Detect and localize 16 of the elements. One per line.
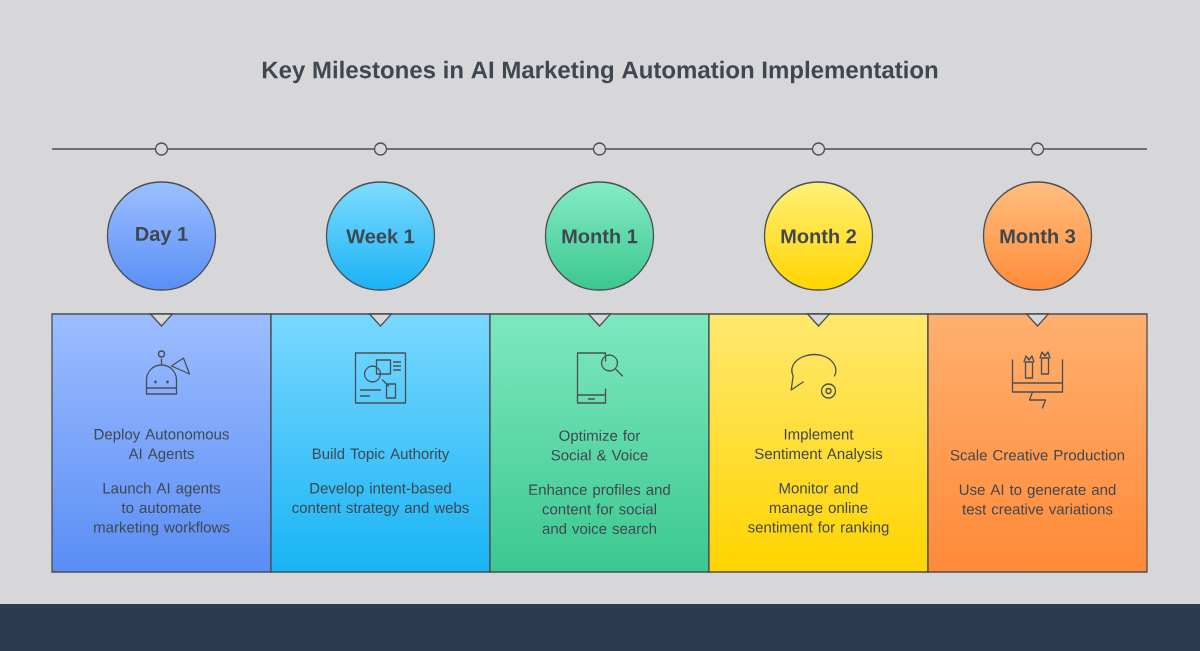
body-text: Use AI to generate and test creative variations xyxy=(959,484,1116,515)
body-text: Enhance profiles and content for social and voice search xyxy=(529,484,670,534)
body-text: Monitor and manage online sentiment for ranking xyxy=(748,482,889,536)
milestone-panel xyxy=(51,313,272,573)
heading-text: Scale Creative Production xyxy=(950,449,1125,461)
heading-text: Implement Sentiment Analysis xyxy=(755,428,883,462)
milestone-panel xyxy=(489,313,710,573)
milestone-panel xyxy=(708,313,929,573)
milestone-panel xyxy=(270,313,491,573)
title: Key Milestones in AI Marketing Automation Implementation xyxy=(262,60,938,84)
body-text: Develop intent-based content strategy and webs xyxy=(292,482,469,516)
heading-text: Deploy Autonomous AI Agents xyxy=(94,428,229,462)
body-text: Launch AI agents to automate marketing workflows xyxy=(94,482,230,536)
heading-text: Optimize for Social & Voice xyxy=(551,430,648,461)
milestone-panel xyxy=(927,313,1148,573)
heading-text: Build Topic Authority xyxy=(312,448,450,462)
